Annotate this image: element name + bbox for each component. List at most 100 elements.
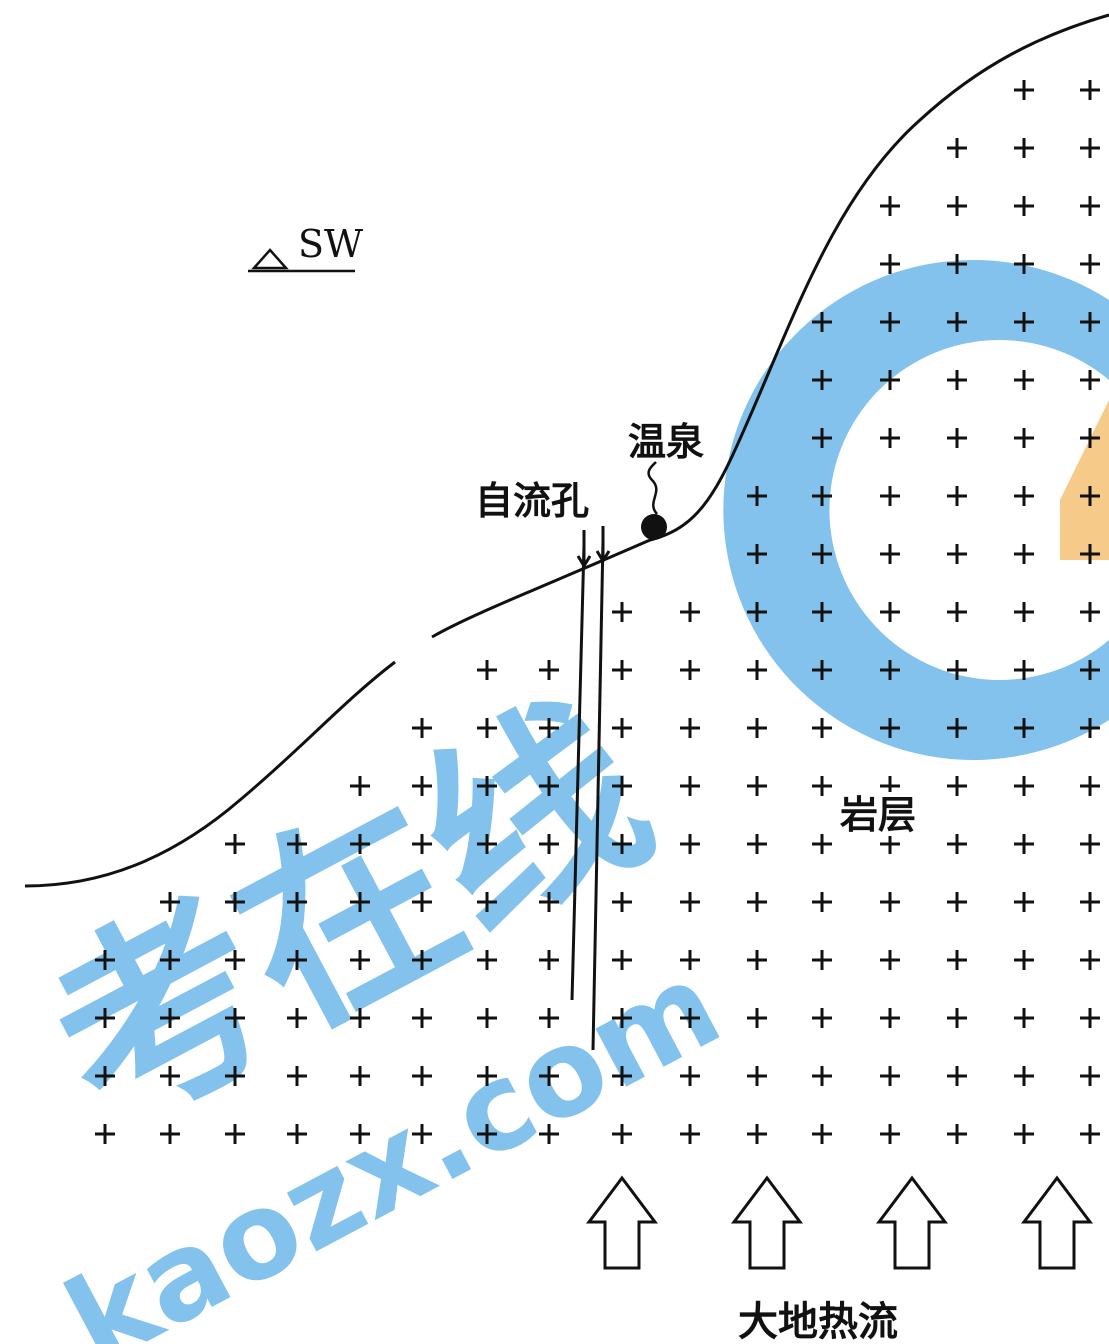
plus-icon bbox=[812, 718, 832, 738]
plus-icon bbox=[95, 1124, 115, 1144]
well-arrow-left-icon bbox=[576, 530, 592, 569]
plus-icon bbox=[477, 1066, 497, 1086]
plus-icon bbox=[1080, 486, 1100, 506]
plus-icon bbox=[947, 660, 967, 680]
plus-icon bbox=[539, 1066, 559, 1086]
plus-icon bbox=[160, 892, 180, 912]
plus-icon bbox=[947, 718, 967, 738]
plus-icon bbox=[1080, 776, 1100, 796]
heat-flow-label: 大地热流 bbox=[738, 1298, 898, 1344]
plus-icon bbox=[1014, 138, 1034, 158]
plus-icon bbox=[812, 602, 832, 622]
plus-icon bbox=[680, 1008, 700, 1028]
plus-icon bbox=[612, 1124, 632, 1144]
plus-icon bbox=[880, 544, 900, 564]
plus-icon bbox=[477, 1008, 497, 1028]
plus-icon bbox=[880, 1066, 900, 1086]
plus-icon bbox=[747, 1008, 767, 1028]
plus-icon bbox=[812, 950, 832, 970]
plus-icon bbox=[947, 1124, 967, 1144]
plus-icon bbox=[812, 312, 832, 332]
plus-icon bbox=[812, 1008, 832, 1028]
plus-icon bbox=[1014, 312, 1034, 332]
plus-icon bbox=[747, 776, 767, 796]
rock-label-backdrop bbox=[838, 792, 933, 836]
plus-icon bbox=[1014, 834, 1034, 854]
plus-icon bbox=[350, 776, 370, 796]
well-wall-left bbox=[570, 544, 586, 1001]
plus-icon bbox=[477, 1124, 497, 1144]
plus-icon bbox=[1080, 602, 1100, 622]
plus-icon bbox=[539, 1008, 559, 1028]
plus-icon bbox=[287, 1008, 307, 1028]
watermark-logo bbox=[723, 260, 1109, 760]
plus-icon bbox=[1080, 428, 1100, 448]
plus-icon bbox=[412, 1066, 432, 1086]
plus-icon bbox=[287, 1066, 307, 1086]
plus-icon bbox=[1080, 892, 1100, 912]
rock-plus-pattern bbox=[95, 80, 1100, 1144]
plus-icon bbox=[225, 834, 245, 854]
plus-icon bbox=[95, 1066, 115, 1086]
plus-icon bbox=[947, 1008, 967, 1028]
plus-icon bbox=[812, 370, 832, 390]
plus-icon bbox=[350, 950, 370, 970]
plus-icon bbox=[680, 660, 700, 680]
plus-icon bbox=[880, 892, 900, 912]
plus-icon bbox=[947, 950, 967, 970]
plus-icon bbox=[880, 950, 900, 970]
plus-icon bbox=[747, 486, 767, 506]
plus-icon bbox=[880, 834, 900, 854]
watermark: 考在线 kaozx.com bbox=[13, 260, 1109, 1344]
plus-icon bbox=[160, 950, 180, 970]
plus-icon bbox=[680, 776, 700, 796]
plus-icon bbox=[680, 834, 700, 854]
well-wall-right bbox=[591, 539, 605, 1051]
plus-icon bbox=[747, 544, 767, 564]
plus-icon bbox=[747, 892, 767, 912]
plus-icon bbox=[612, 1008, 632, 1028]
plus-icon bbox=[812, 486, 832, 506]
plus-icon bbox=[612, 602, 632, 622]
plus-icon bbox=[880, 312, 900, 332]
plus-icon bbox=[947, 1066, 967, 1086]
plus-icon bbox=[539, 892, 559, 912]
plus-icon bbox=[880, 428, 900, 448]
plus-icon bbox=[812, 660, 832, 680]
plus-icon bbox=[612, 892, 632, 912]
plus-icon bbox=[1014, 370, 1034, 390]
plus-icon bbox=[880, 1008, 900, 1028]
plus-icon bbox=[350, 1066, 370, 1086]
plus-icon bbox=[1080, 196, 1100, 216]
plus-icon bbox=[947, 196, 967, 216]
plus-icon bbox=[880, 660, 900, 680]
plus-icon bbox=[612, 776, 632, 796]
plus-icon bbox=[477, 950, 497, 970]
plus-icon bbox=[477, 776, 497, 796]
plus-icon bbox=[1014, 486, 1034, 506]
plus-icon bbox=[612, 660, 632, 680]
plus-icon bbox=[880, 254, 900, 274]
well-arrow-right-icon bbox=[595, 526, 611, 564]
plus-icon bbox=[412, 718, 432, 738]
plus-icon bbox=[477, 892, 497, 912]
plus-icon bbox=[350, 892, 370, 912]
plus-icon bbox=[680, 1066, 700, 1086]
plus-icon bbox=[812, 776, 832, 796]
plus-icon bbox=[612, 834, 632, 854]
plus-icon bbox=[1014, 776, 1034, 796]
plus-icon bbox=[812, 1124, 832, 1144]
plus-icon bbox=[160, 1124, 180, 1144]
plus-icon bbox=[1080, 950, 1100, 970]
ground-surface bbox=[24, 13, 1109, 888]
heat-flow-arrow-icon bbox=[586, 1175, 658, 1270]
plus-icon bbox=[1080, 1008, 1100, 1028]
plus-icon bbox=[612, 718, 632, 738]
plus-icon bbox=[225, 892, 245, 912]
plus-icon bbox=[539, 776, 559, 796]
plus-icon bbox=[1080, 544, 1100, 564]
plus-icon bbox=[412, 834, 432, 854]
plus-icon bbox=[1014, 660, 1034, 680]
plus-icon bbox=[1080, 1066, 1100, 1086]
plus-icon bbox=[160, 1008, 180, 1028]
